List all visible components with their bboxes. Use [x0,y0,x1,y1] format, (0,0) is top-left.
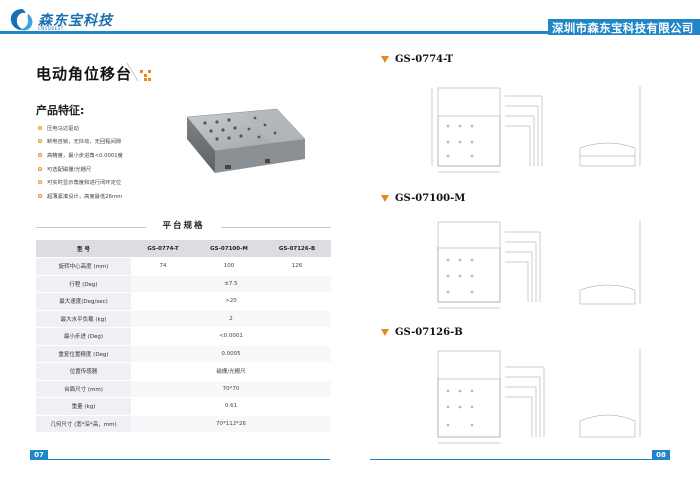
table-row: 最大速度(Deg/sec) >20 [36,292,331,311]
bullet-icon [38,180,42,185]
row-label: 位置传感器 [36,362,131,381]
row-value: <0.0001 [131,327,331,346]
row-label: 行程 (Deg) [36,275,131,293]
drawing-07126 [437,349,641,444]
row-label: 重量 (kg) [36,397,131,416]
specs-table: 型 号 GS-0774-T GS-07100-M GS-07126-B 旋转中心… [36,240,331,433]
row-label: 几何尺寸 (宽*深*高，mm) [36,415,131,433]
row-label: 旋转中心高度 (mm) [36,257,131,276]
feature-item: 高精度，最小步进角<0.0001度 [38,148,123,162]
table-header-cell: GS-0774-T [131,240,195,258]
row-value: >20 [131,292,331,311]
bullet-icon [38,166,42,171]
row-value: 0.0005 [131,345,331,363]
row-label: 最小步进 (Deg) [36,327,131,346]
row-value: 126 [263,257,331,276]
feature-item: 超薄紧凑设计，高度最低26mm [38,189,123,203]
page-number-left: 07 [30,450,48,460]
features-list: 压电马达驱动 断电自锁，无抖动，无回程间隙 高精度，最小步进角<0.0001度 … [38,121,123,203]
row-value: 70*70 [131,380,331,398]
feature-item: 压电马达驱动 [38,121,123,135]
row-label: 最大水平负载 (kg) [36,310,131,328]
footer-rule-left [30,459,330,460]
spec-title-rule-left [36,227,146,228]
footer-rule-right [370,459,670,460]
table-row: 旋转中心高度 (mm) 74 100 126 [36,257,331,276]
drawing-07100 [437,220,641,309]
table-row: 位置传感器 磁栅/光栅尺 [36,362,331,381]
row-value: 2 [131,310,331,328]
table-row: 几何尺寸 (宽*深*高，mm) 70*112*26 [36,415,331,433]
triangle-bullet-icon [381,56,389,63]
table-row: 重复位置精度 (Deg) 0.0005 [36,345,331,363]
table-row: 重量 (kg) 0.61 [36,397,331,416]
feature-item: 可选配磁栅/光栅尺 [38,162,123,176]
bullet-icon [38,125,42,130]
title-decoration-icon [126,62,151,82]
row-value: ±7.5 [131,275,331,293]
table-row: 最小步进 (Deg) <0.0001 [36,327,331,346]
row-label: 台面尺寸 (mm) [36,380,131,398]
row-label: 最大速度(Deg/sec) [36,292,131,311]
drawing-0774 [431,86,641,173]
features-title: 产品特征: [36,104,85,117]
header-company-bar [548,19,700,35]
table-row: 行程 (Deg) ±7.5 [36,275,331,293]
feature-item: 可实时显示角度和进行闭环定位 [38,175,123,189]
bullet-icon [38,193,42,198]
table-header-row: 型 号 GS-0774-T GS-07100-M GS-07126-B [36,240,331,258]
company-name: 深圳市森东宝科技有限公司 [552,21,694,35]
logo-icon [10,9,33,31]
row-value: 74 [131,257,195,276]
row-value: 70*112*26 [131,415,331,433]
page-title: 电动角位移台 [36,65,133,83]
table-header-cell: 型 号 [36,240,131,258]
row-value: 磁栅/光栅尺 [131,362,331,381]
table-header-cell: GS-07126-B [263,240,331,258]
row-value: 0.61 [131,397,331,416]
model-heading-0774: GS-0774-T [381,54,453,65]
logo-subtext: CNSDBEST [38,26,64,31]
page-number-right: 08 [652,450,670,460]
header-rule [0,31,700,34]
model-heading-07126: GS-07126-B [381,327,463,338]
table-row: 台面尺寸 (mm) 70*70 [36,380,331,398]
specs-title: 平台规格 [162,221,205,231]
triangle-bullet-icon [381,329,389,336]
logo-text: 森东宝科技 [38,13,113,29]
feature-item: 断电自锁，无抖动，无回程间隙 [38,135,123,149]
table-row: 最大水平负载 (kg) 2 [36,310,331,328]
triangle-bullet-icon [381,195,389,202]
product-photo [186,108,306,173]
model-heading-07100: GS-07100-M [381,193,465,204]
bullet-icon [38,139,42,144]
row-label: 重复位置精度 (Deg) [36,345,131,363]
bullet-icon [38,152,42,157]
table-header-cell: GS-07100-M [195,240,263,258]
row-value: 100 [195,257,263,276]
spec-title-rule-right [221,227,331,228]
